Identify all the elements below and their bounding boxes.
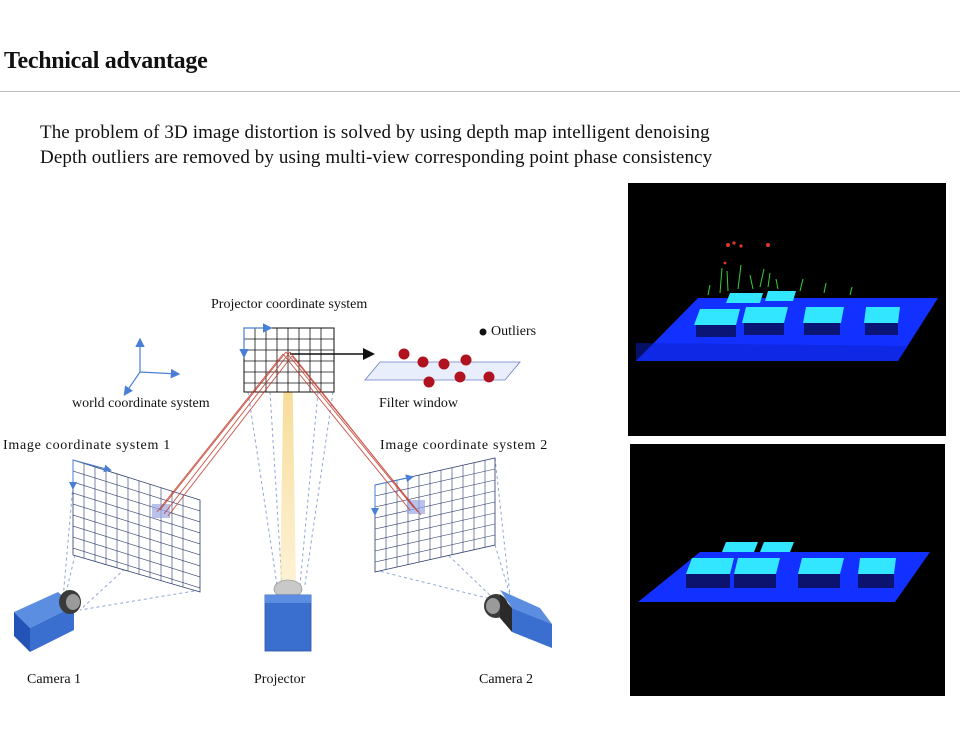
image-plane-1 (69, 459, 201, 593)
label-outliers: Outliers (491, 324, 537, 339)
camera-icon (14, 590, 81, 652)
label-camera-1: Camera 1 (27, 672, 82, 687)
label-image-coordinate-system-2: Image coordinate system 2 (380, 438, 548, 453)
label-camera-2: Camera 2 (479, 672, 534, 687)
structured-light-diagram: Projector coordinate system Outliers wor… (0, 290, 580, 690)
title-divider (0, 91, 960, 92)
page-title: Technical advantage (4, 48, 208, 74)
label-image-coordinate-system-1: Image coordinate system 1 (3, 438, 171, 453)
render-with-outliers (628, 183, 946, 436)
axes-icon (123, 337, 181, 396)
image-plane-2 (371, 457, 496, 573)
label-world-coordinate-system: world coordinate system (72, 396, 210, 411)
bullet-outlier-removal: Depth outliers are removed by using mult… (40, 147, 713, 168)
label-filter-window: Filter window (379, 396, 458, 411)
projector-icon (264, 579, 312, 652)
projector-plane (239, 323, 375, 393)
label-projector: Projector (254, 672, 306, 687)
label-projector-coordinate-system: Projector coordinate system (211, 297, 368, 312)
render-denoised (630, 444, 945, 696)
filter-window (364, 328, 521, 388)
bullet-denoising: The problem of 3D image distortion is so… (40, 122, 710, 143)
camera-icon (484, 590, 552, 648)
